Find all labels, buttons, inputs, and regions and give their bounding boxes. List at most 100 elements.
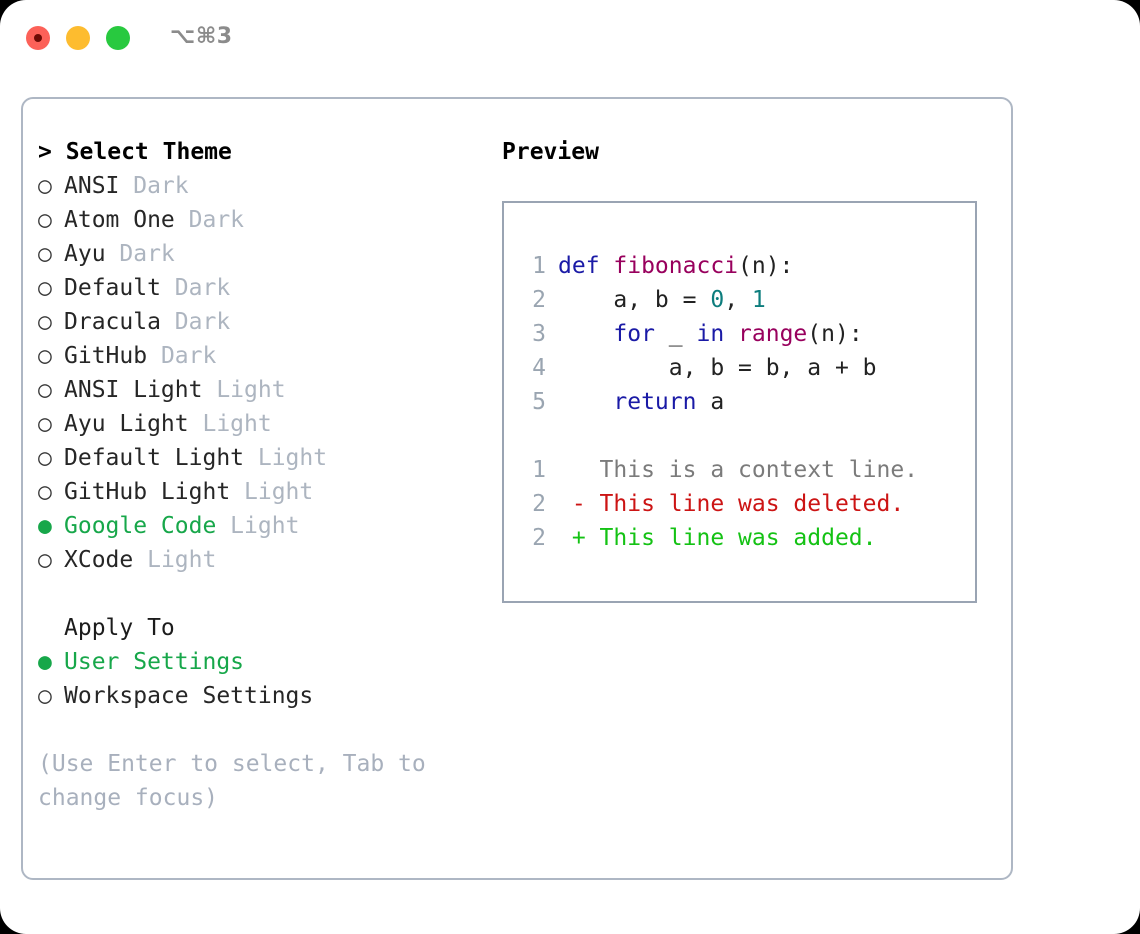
code-line-number: 2	[532, 287, 546, 313]
theme-option-xcode[interactable]: ○ XCode Light	[38, 543, 488, 577]
radio-selected-icon: ●	[38, 513, 52, 539]
keyboard-hint-text: (Use Enter to select, Tab to change focu…	[38, 751, 440, 811]
radio-empty-icon: ○	[38, 683, 52, 709]
code-line-number: 4	[532, 355, 546, 381]
theme-option-label: GitHub	[64, 343, 148, 369]
theme-option-kind-badge: Dark	[174, 207, 245, 233]
radio-empty-icon: ○	[38, 479, 52, 505]
code-token-kw: in	[696, 321, 725, 347]
code-token-kw: def	[558, 253, 614, 279]
code-token-pl: a, b = b, a + b	[558, 355, 877, 381]
theme-option-dracula[interactable]: ○Dracula Dark	[38, 305, 488, 339]
window-titlebar: ⌥⌘3	[0, 0, 1140, 78]
theme-option-kind-badge: Light	[202, 377, 286, 403]
code-token-pl	[724, 321, 738, 347]
radio-empty-icon: ○	[38, 275, 52, 301]
theme-option-google-code[interactable]: ● Google Code Light	[38, 509, 488, 543]
window-shortcut-label: ⌥⌘3	[170, 24, 233, 49]
theme-option-default-light[interactable]: ○ Default Light Light	[38, 441, 488, 475]
radio-empty-icon: ○	[38, 309, 52, 335]
apply-to-option-user-settings[interactable]: ● User Settings	[38, 645, 488, 679]
code-token-pl: a, b =	[558, 287, 711, 313]
theme-option-kind-badge: Dark	[147, 343, 217, 369]
code-token-pl: (n):	[807, 321, 863, 347]
theme-option-ansi[interactable]: ○ ANSI Dark	[38, 169, 488, 203]
theme-option-kind-badge: Light	[188, 411, 272, 437]
theme-option-kind-badge: Dark	[160, 309, 231, 335]
theme-selector-column: > Select Theme ○ANSI Dark○Atom One Dark○…	[38, 135, 488, 815]
radio-empty-icon: ○	[38, 241, 52, 267]
theme-option-kind-badge: Dark	[105, 241, 175, 267]
diff-line-ctx: 1 This is a context line.	[520, 453, 918, 487]
theme-option-kind-badge: Light	[230, 479, 314, 505]
code-token-pl	[558, 321, 613, 347]
radio-empty-icon: ○	[38, 445, 52, 471]
apply-to-option-list: ● User Settings ○ Workspace Settings	[38, 645, 488, 713]
theme-option-label: ANSI	[64, 173, 120, 199]
theme-option-atom-one[interactable]: ○ Atom One Dark	[38, 203, 488, 237]
theme-option-ayu-light[interactable]: ○ Ayu Light Light	[38, 407, 488, 441]
recording-indicator-dot	[34, 34, 42, 42]
code-token-fn: range	[738, 321, 808, 347]
diff-line-number: 2	[532, 491, 546, 517]
minimize-button[interactable]	[66, 26, 90, 50]
radio-empty-icon: ○	[38, 207, 52, 233]
apply-to-option-workspace-settings[interactable]: ○ Workspace Settings	[38, 679, 488, 713]
zoom-button[interactable]	[106, 26, 130, 50]
code-line: 4 a, b = b, a + b	[520, 351, 877, 385]
apply-to-option-label: User Settings	[64, 649, 245, 675]
code-token-pl: _	[654, 321, 697, 347]
theme-option-github-light[interactable]: ○ GitHub Light Light	[38, 475, 488, 509]
theme-option-label: ANSI Light	[64, 377, 203, 403]
theme-option-kind-badge: Light	[216, 513, 300, 539]
radio-selected-icon: ●	[38, 649, 52, 675]
code-line-number: 5	[532, 389, 546, 415]
apply-to-label: Apply To	[64, 615, 175, 641]
radio-empty-icon: ○	[38, 173, 52, 199]
theme-option-kind-badge: Light	[244, 445, 328, 471]
radio-empty-icon: ○	[38, 547, 52, 573]
theme-option-label: Ayu Light	[64, 411, 189, 437]
theme-option-default[interactable]: ○ Default Dark	[38, 271, 488, 305]
theme-list: ○ANSI Dark○Atom One Dark○Ayu Dark○Defaul…	[38, 169, 488, 577]
code-line: 3 for _ in range(n):	[520, 317, 877, 351]
theme-option-ayu[interactable]: ○Ayu Dark	[38, 237, 488, 271]
theme-option-label: Default Light	[64, 445, 245, 471]
theme-option-label: Default	[64, 275, 161, 301]
theme-option-kind-badge: Dark	[160, 275, 231, 301]
code-token-num: 0	[710, 287, 725, 313]
diff-line-text: This is a context line.	[558, 457, 919, 483]
apply-to-option-label: Workspace Settings	[64, 683, 314, 709]
main-panel: > Select Theme ○ANSI Dark○Atom One Dark○…	[21, 97, 1013, 880]
diff-line-text: + This line was added.	[558, 525, 877, 551]
code-token-pl: a	[696, 389, 725, 415]
theme-option-kind-badge: Dark	[119, 173, 189, 199]
code-token-pl: ,	[724, 287, 752, 313]
theme-option-label: XCode	[64, 547, 134, 573]
theme-option-github[interactable]: ○GitHub Dark	[38, 339, 488, 373]
theme-option-label: Atom One	[64, 207, 175, 233]
code-line: 2 a, b = 0, 1	[520, 283, 877, 317]
code-line-number: 3	[532, 321, 546, 347]
code-token-kw: for	[613, 321, 655, 347]
code-token-kw: return	[613, 389, 697, 415]
preview-title: Preview	[502, 139, 599, 165]
theme-option-label: GitHub Light	[64, 479, 231, 505]
theme-option-label: Google Code	[64, 513, 217, 539]
theme-option-kind-badge: Light	[133, 547, 217, 573]
diff-line-number: 2	[532, 525, 546, 551]
theme-list-header: > Select Theme	[38, 139, 232, 165]
radio-empty-icon: ○	[38, 411, 52, 437]
diff-line-number: 1	[532, 457, 546, 483]
code-token-num: 1	[751, 287, 766, 313]
diff-sample: 1 This is a context line. 2 - This line w…	[520, 453, 918, 555]
theme-option-ansi-light[interactable]: ○ ANSI Light Light	[38, 373, 488, 407]
diff-line-text: - This line was deleted.	[558, 491, 905, 517]
radio-empty-icon: ○	[38, 377, 52, 403]
code-token-pl: (n):	[738, 253, 794, 279]
